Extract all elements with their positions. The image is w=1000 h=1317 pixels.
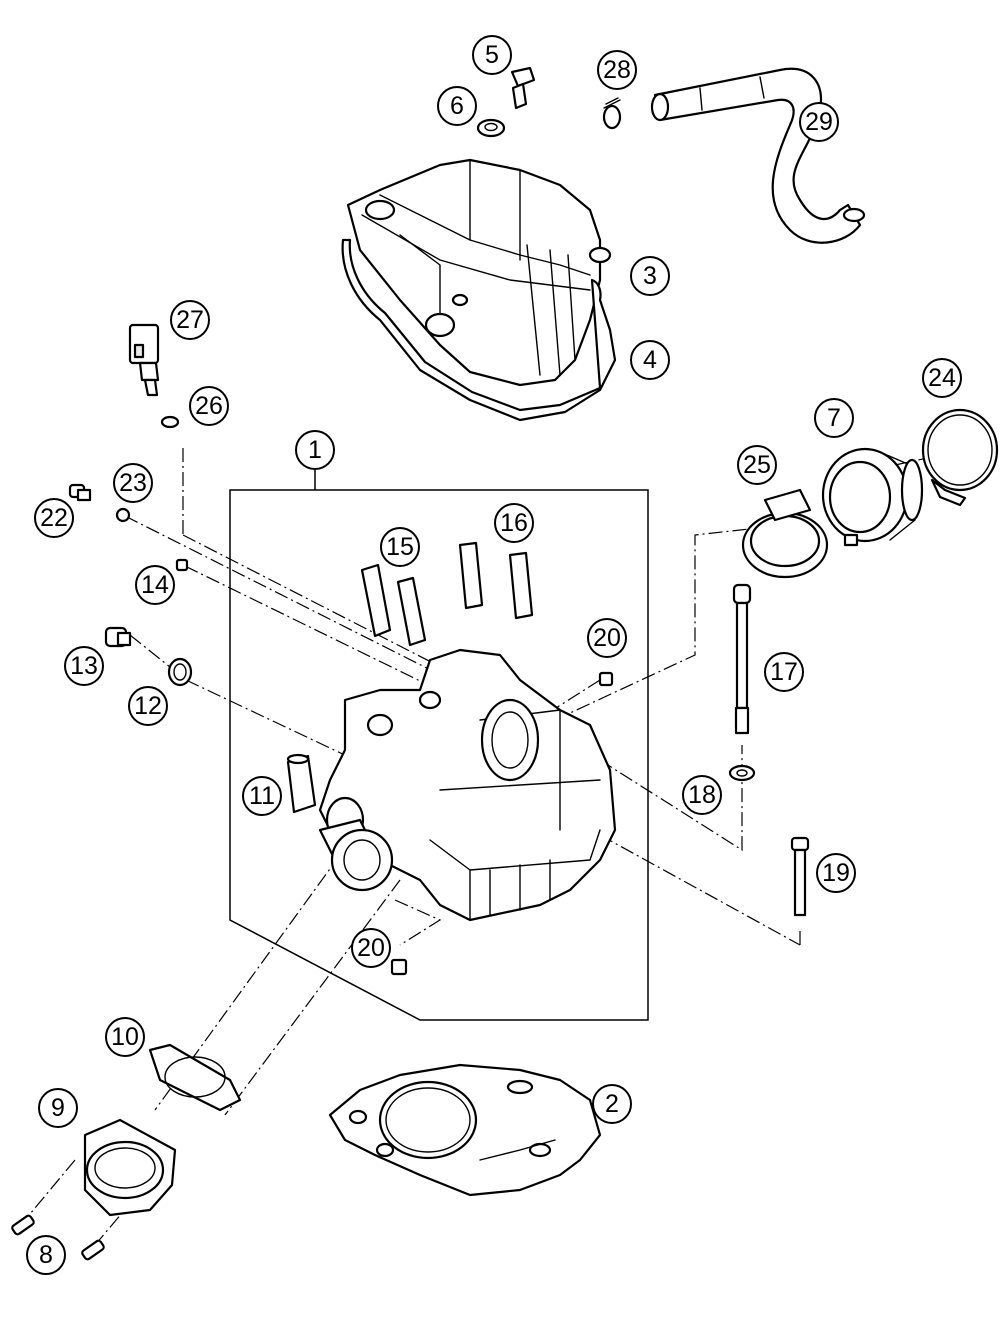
- callout-7: 7: [814, 398, 854, 438]
- cover-screw: [510, 66, 536, 110]
- svg-text:2: 2: [605, 1090, 619, 1118]
- svg-text:20: 20: [357, 934, 385, 962]
- intake-clamp: [741, 488, 829, 579]
- plug-screw: [104, 626, 132, 648]
- svg-text:3: 3: [643, 262, 657, 290]
- svg-text:13: 13: [70, 652, 98, 680]
- o-ring: [167, 657, 193, 687]
- callout-24: 24: [922, 358, 962, 398]
- callout-15: 15: [380, 527, 420, 567]
- callout-10: 10: [105, 1017, 145, 1057]
- valve-guide-long: [458, 541, 534, 620]
- svg-text:19: 19: [822, 859, 850, 887]
- callout-19: 19: [816, 853, 856, 893]
- svg-text:18: 18: [688, 781, 716, 809]
- exhaust-flange: [83, 1118, 177, 1217]
- screw-top: [598, 671, 614, 687]
- breather-hose: [650, 67, 866, 244]
- svg-text:14: 14: [141, 571, 169, 599]
- washer: [728, 764, 756, 782]
- o-ring-small: [115, 507, 131, 523]
- cylinder-head: [318, 648, 617, 922]
- exhaust-gasket: [148, 1043, 242, 1112]
- callout-6: 6: [437, 86, 477, 126]
- callout-8: 8: [26, 1235, 66, 1275]
- svg-text:22: 22: [40, 504, 68, 532]
- plug: [68, 483, 92, 502]
- callout-18: 18: [682, 775, 722, 815]
- svg-text:12: 12: [134, 692, 162, 720]
- valve-cover-gasket: [341, 238, 617, 422]
- svg-text:4: 4: [643, 346, 657, 374]
- assembly-frame: [229, 470, 649, 1021]
- seal-ring: [160, 415, 180, 429]
- svg-text:23: 23: [119, 469, 147, 497]
- svg-text:5: 5: [485, 41, 499, 69]
- svg-text:15: 15: [386, 533, 414, 561]
- callout-22: 22: [34, 498, 74, 538]
- valve-guide-short: [360, 563, 427, 647]
- svg-text:17: 17: [770, 658, 798, 686]
- callout-5: 5: [472, 35, 512, 75]
- svg-text:6: 6: [450, 92, 464, 120]
- svg-text:9: 9: [51, 1094, 65, 1122]
- svg-text:8: 8: [39, 1241, 53, 1269]
- callout-4: 4: [630, 340, 670, 380]
- svg-text:25: 25: [743, 451, 771, 479]
- callout-16: 16: [494, 503, 534, 543]
- callout-2: 2: [592, 1084, 632, 1124]
- exhaust-screws: [11, 1214, 105, 1261]
- svg-text:7: 7: [827, 404, 841, 432]
- svg-text:10: 10: [111, 1023, 139, 1051]
- svg-text:16: 16: [500, 509, 528, 537]
- callout-27: 27: [170, 300, 210, 340]
- callout-28: 28: [597, 50, 637, 90]
- callout-14: 14: [135, 565, 175, 605]
- callout-17: 17: [764, 652, 804, 692]
- hose-clamp: [602, 97, 622, 130]
- cylinder-head-bolt-long: [732, 583, 752, 735]
- callout-26: 26: [189, 386, 229, 426]
- svg-text:27: 27: [176, 306, 204, 334]
- stud: [175, 558, 189, 572]
- seal-washer: [476, 118, 506, 138]
- svg-text:24: 24: [928, 364, 956, 392]
- cylinder-head-bolt: [790, 836, 810, 917]
- cylinder-head-gasket: [328, 1063, 602, 1197]
- intake-flange: [821, 447, 924, 547]
- callout-25: 25: [737, 445, 777, 485]
- callout-1: 1: [295, 430, 335, 470]
- callout-23: 23: [113, 463, 153, 503]
- temperature-sensor: [128, 323, 160, 397]
- svg-text:29: 29: [805, 108, 833, 136]
- callout-13: 13: [64, 646, 104, 686]
- callout-11: 11: [242, 776, 282, 816]
- callout-12: 12: [128, 686, 168, 726]
- airbox-clamp: [921, 408, 999, 507]
- svg-text:1: 1: [308, 436, 322, 464]
- callout-3: 3: [630, 256, 670, 296]
- screw-bottom: [390, 958, 408, 976]
- svg-text:28: 28: [603, 56, 631, 84]
- callout-29: 29: [799, 102, 839, 142]
- svg-text:11: 11: [249, 782, 275, 810]
- callout-20-bottom: 20: [351, 928, 391, 968]
- svg-text:20: 20: [593, 624, 621, 652]
- callout-20-top: 20: [587, 618, 627, 658]
- svg-text:26: 26: [195, 392, 223, 420]
- sleeve: [286, 753, 317, 814]
- valve-cover: [346, 158, 612, 387]
- callout-9: 9: [38, 1088, 78, 1128]
